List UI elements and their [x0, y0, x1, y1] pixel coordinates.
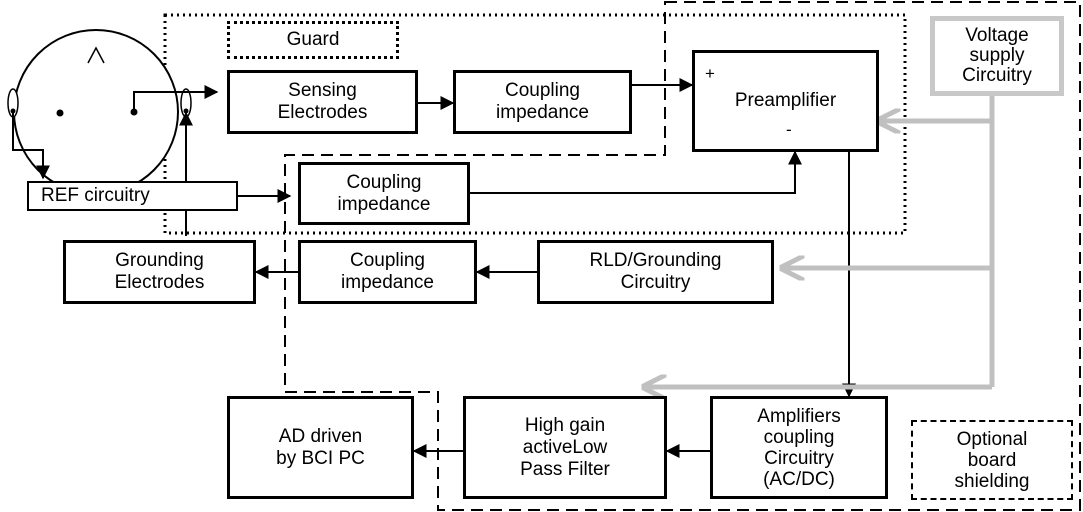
coupling-impedance-mid-box: Coupling impedance	[298, 162, 470, 225]
amplifiers-coupling-label: Amplifiers coupling Circuitry (AC/DC)	[757, 406, 840, 490]
optional-shielding-label: Optional board shielding	[955, 429, 1030, 492]
amplifiers-coupling-box: Amplifiers coupling Circuitry (AC/DC)	[710, 396, 888, 499]
grounding-electrodes-label: Grounding Electrodes	[115, 250, 205, 294]
sensing-electrodes-label: Sensing Electrodes	[278, 80, 368, 124]
voltage-supply-label: Voltage supply Circuitry	[962, 26, 1032, 86]
head-icon	[8, 30, 191, 194]
ad-driven-label: AD driven by BCI PC	[276, 426, 365, 470]
grounding-electrodes-box: Grounding Electrodes	[63, 240, 256, 304]
voltage-supply-box: Voltage supply Circuitry	[930, 16, 1064, 96]
high-gain-filter-box: High gain activeLow Pass Filter	[463, 396, 667, 499]
coupling-impedance-top-label: Coupling impedance	[496, 80, 589, 124]
coupling-impedance-top-box: Coupling impedance	[453, 70, 632, 134]
sensing-electrodes-box: Sensing Electrodes	[227, 70, 418, 134]
high-gain-filter-label: High gain activeLow Pass Filter	[520, 415, 610, 481]
coupling-impedance-bottom-box: Coupling impedance	[298, 240, 477, 304]
ad-driven-box: AD driven by BCI PC	[227, 396, 414, 499]
coupling-to-preamp-minus-arrow	[470, 152, 795, 193]
rld-grounding-box: RLD/Grounding Circuitry	[537, 240, 774, 304]
guard-label-text: Guard	[287, 29, 340, 51]
preamplifier-label: Preamplifier	[735, 90, 836, 112]
preamp-minus-sign: -	[786, 120, 792, 140]
coupling-impedance-bottom-label: Coupling impedance	[341, 250, 434, 294]
rld-grounding-label: RLD/Grounding Circuitry	[589, 250, 721, 294]
optional-shielding-box: Optional board shielding	[911, 420, 1073, 500]
preamp-plus-sign: +	[705, 64, 715, 84]
coupling-impedance-mid-label: Coupling impedance	[338, 172, 431, 216]
guard-label: Guard	[227, 21, 399, 59]
ref-circuitry-box: REF circuitry	[27, 181, 238, 211]
ref-circuitry-label: REF circuitry	[41, 185, 150, 207]
